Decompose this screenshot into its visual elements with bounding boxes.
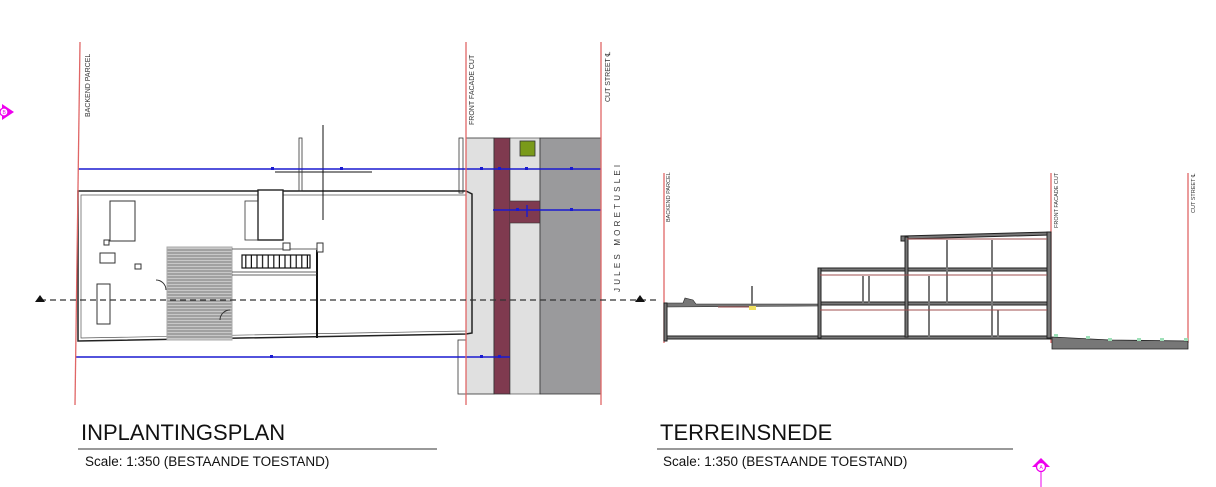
- furniture: [282, 242, 291, 251]
- hatched-area: [166, 246, 233, 341]
- front-step: [457, 339, 467, 395]
- furniture: [96, 283, 111, 325]
- label-cut-street: CUT STREET ℄: [605, 51, 612, 102]
- sidewalk-left: [465, 137, 495, 395]
- sidewalk-right-lower: [509, 222, 541, 395]
- section-marker-b[interactable]: B: [0, 104, 14, 120]
- street-ground: [1051, 336, 1189, 350]
- ground-markers: [1054, 334, 1188, 341]
- highlight-marker: [749, 306, 756, 310]
- tree-icon: [519, 140, 536, 157]
- label-front-facade-cut: FRONT FACADE CUT: [1054, 172, 1060, 228]
- section-arrow-icon: [35, 295, 45, 302]
- door-swing: [155, 279, 231, 321]
- label-front-facade-cut: FRONT FACADE CUT: [469, 54, 476, 125]
- furniture: [103, 239, 110, 246]
- section-title: TERREINSNEDE: [660, 420, 832, 445]
- front-wall: [458, 137, 464, 194]
- label-backend-parcel: BACKEND PARCEL: [666, 172, 672, 222]
- bike-path-branch: [510, 201, 540, 223]
- section-floor-lines: [718, 238, 1047, 311]
- furniture: [99, 252, 116, 264]
- street-name: JULES MORETUSLEI: [613, 162, 622, 292]
- site-section: BACKEND PARCEL FRONT FACADE CUT CUT STRE…: [657, 172, 1197, 487]
- furniture: [109, 200, 136, 242]
- construction-line: [298, 137, 303, 192]
- furniture: [134, 263, 142, 270]
- section-arrow-icon: [635, 295, 645, 302]
- section-marker-a[interactable]: A: [1032, 458, 1050, 487]
- site-plan: BACKEND PARCEL FRONT FACADE CUT CUT STRE…: [0, 41, 660, 469]
- marker-circle: [1035, 461, 1047, 473]
- parcel-lines: [663, 173, 1189, 343]
- road: [539, 137, 602, 395]
- label-cut-street: CUT STREET ℄: [1191, 173, 1197, 213]
- marker-circle: [0, 107, 9, 117]
- plan-scale: Scale: 1:350 (BESTAANDE TOESTAND): [85, 454, 329, 469]
- label-backend-parcel: BACKEND PARCEL: [85, 54, 92, 117]
- section-scale: Scale: 1:350 (BESTAANDE TOESTAND): [663, 454, 907, 469]
- marker-label: A: [1040, 465, 1044, 471]
- stair: [241, 254, 311, 269]
- furniture: [316, 242, 324, 253]
- dimension-lines: [75, 168, 601, 358]
- tower-side: [244, 200, 259, 241]
- section-building: [663, 231, 1052, 342]
- tower-box: [257, 189, 284, 241]
- parcel-lines: [74, 41, 602, 406]
- bike-path: [493, 137, 511, 395]
- dimension-ticks: [270, 167, 573, 358]
- plan-title: INPLANTINGSPLAN: [81, 420, 285, 445]
- marker-label: B: [3, 110, 7, 116]
